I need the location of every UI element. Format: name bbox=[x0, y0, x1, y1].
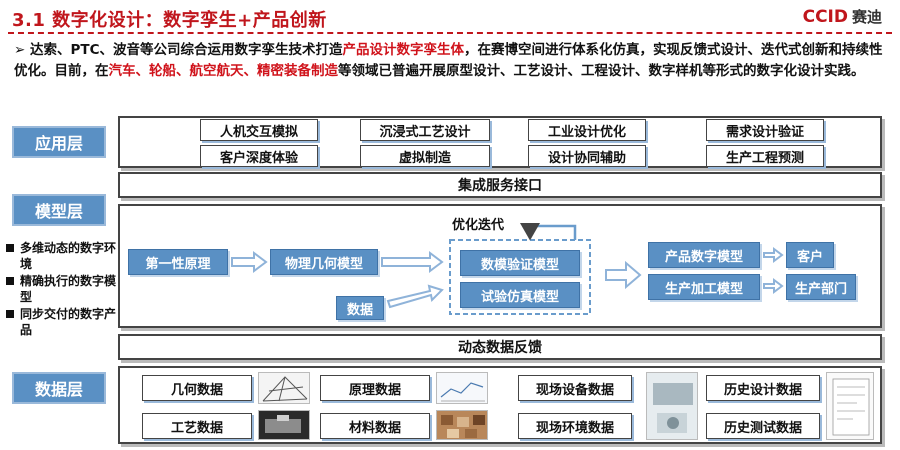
geometry-wireframe-image bbox=[258, 372, 310, 404]
data-item: 原理数据 bbox=[320, 375, 430, 401]
intro-paragraph: ➢ 达索、PTC、波音等公司综合运用数字孪生技术打造产品设计数字孪生体，在赛博空… bbox=[14, 42, 883, 79]
highlight-digital-twin: 产品设计数字孪生体 bbox=[342, 42, 465, 58]
square-bullet-icon bbox=[6, 277, 14, 285]
first-principle-box: 第一性原理 bbox=[128, 249, 228, 275]
production-dept-box: 生产部门 bbox=[786, 274, 856, 300]
model-group-frame bbox=[449, 239, 591, 315]
dynamic-data-feedback-bar: 动态数据反馈 bbox=[118, 334, 882, 360]
bullet-item: 同步交付的数字产品 bbox=[6, 306, 116, 338]
integration-service-bar: 集成服务接口 bbox=[118, 172, 882, 198]
process-photo-image bbox=[258, 410, 310, 440]
app-item: 虚拟制造 bbox=[360, 145, 490, 167]
data-item: 几何数据 bbox=[142, 375, 252, 401]
layer-label-model: 模型层 bbox=[12, 194, 106, 226]
production-model-box: 生产加工模型 bbox=[648, 274, 760, 300]
principle-chart-image bbox=[436, 372, 488, 404]
square-bullet-icon bbox=[6, 310, 14, 318]
data-item: 现场设备数据 bbox=[518, 375, 632, 401]
app-item: 生产工程预测 bbox=[706, 145, 824, 167]
small-arrow-customer bbox=[763, 247, 784, 263]
product-digital-model-box: 产品数字模型 bbox=[648, 242, 760, 268]
data-item: 历史设计数据 bbox=[706, 375, 820, 401]
page-title: 3.1 数字化设计：数字孪生+产品创新 bbox=[12, 10, 327, 31]
physical-geometry-model-box: 物理几何模型 bbox=[270, 249, 378, 275]
title-divider bbox=[8, 32, 892, 34]
equipment-photo-image bbox=[646, 372, 698, 440]
layer-label-data: 数据层 bbox=[12, 372, 106, 404]
highlight-industries: 汽车、轮船、航空航天、精密装备制造 bbox=[108, 63, 339, 79]
loop-arrow bbox=[520, 223, 577, 241]
data-input-box: 数据 bbox=[336, 296, 384, 320]
logo-text: CCID bbox=[802, 7, 848, 27]
app-item: 需求设计验证 bbox=[706, 119, 824, 141]
logo-cn-text: 赛迪 bbox=[851, 8, 882, 26]
bullet-item: 多维动态的数字环境 bbox=[6, 240, 116, 272]
bullet-arrow-icon: ➢ bbox=[14, 42, 26, 58]
data-item: 工艺数据 bbox=[142, 413, 252, 439]
data-item: 现场环境数据 bbox=[518, 413, 632, 439]
app-item: 人机交互模拟 bbox=[200, 119, 318, 141]
hollow-arrow-3 bbox=[386, 284, 444, 309]
app-item: 客户深度体验 bbox=[200, 145, 318, 167]
history-document-image bbox=[826, 372, 874, 440]
small-arrow-production bbox=[763, 278, 784, 294]
bullet-item: 精确执行的数字模型 bbox=[6, 273, 116, 305]
hollow-arrow-1 bbox=[231, 251, 268, 273]
square-bullet-icon bbox=[6, 244, 14, 252]
ccid-logo: CCID 赛迪 bbox=[803, 6, 882, 27]
simulation-model-box: 试验仿真模型 bbox=[460, 282, 580, 308]
optimization-iteration-label: 优化迭代 bbox=[452, 218, 505, 233]
app-item: 设计协同辅助 bbox=[528, 145, 646, 167]
app-item: 沉浸式工艺设计 bbox=[360, 119, 490, 141]
customer-box: 客户 bbox=[786, 242, 834, 268]
layer-label-app: 应用层 bbox=[12, 126, 106, 158]
data-item: 历史测试数据 bbox=[706, 413, 820, 439]
hollow-arrow-2 bbox=[381, 251, 444, 273]
app-item: 工业设计优化 bbox=[528, 119, 646, 141]
validation-model-box: 数模验证模型 bbox=[460, 250, 580, 276]
feature-bullets: 多维动态的数字环境 精确执行的数字模型 同步交付的数字产品 bbox=[6, 240, 116, 339]
hollow-arrow-4 bbox=[605, 260, 642, 290]
data-item: 材料数据 bbox=[320, 413, 430, 439]
material-samples-image bbox=[436, 410, 488, 440]
